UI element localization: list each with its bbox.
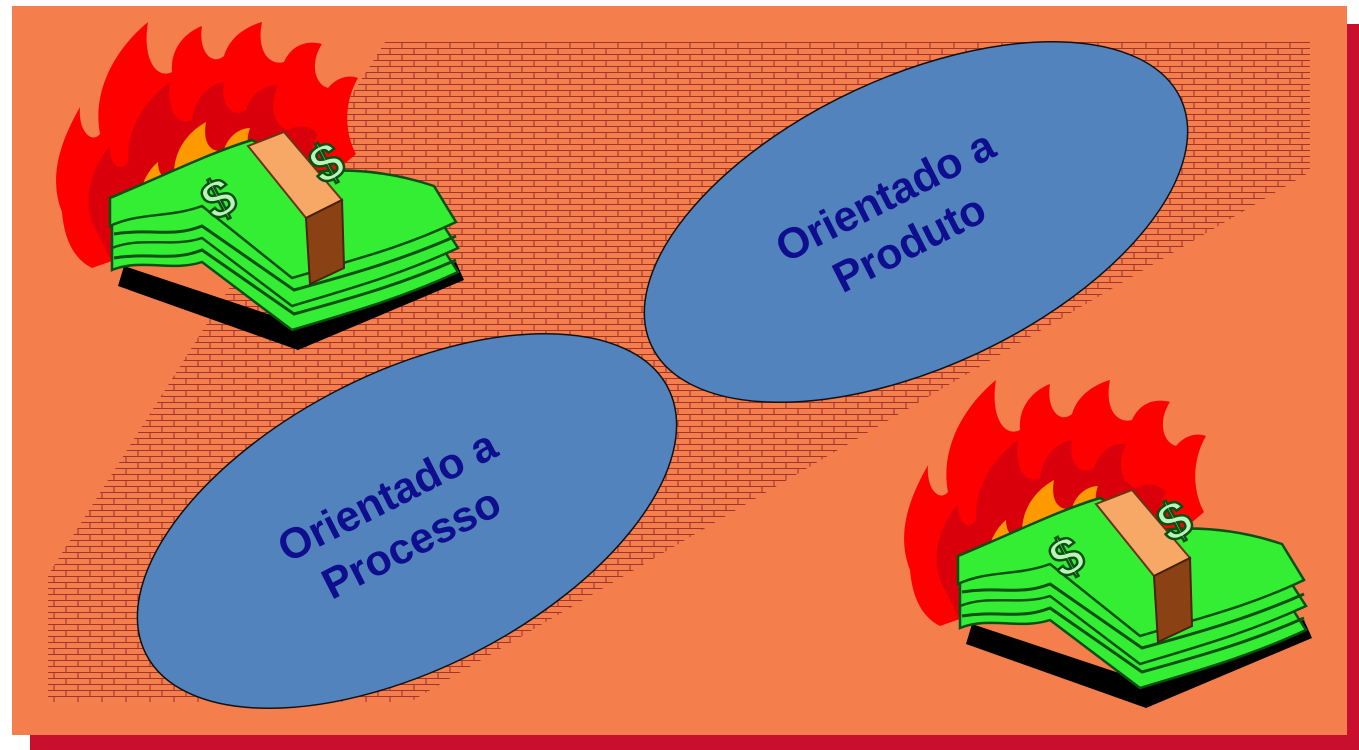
burning-money-icon-bottom-right xyxy=(902,378,1314,710)
ellipse-processo xyxy=(136,332,678,710)
ellipse-produto xyxy=(643,40,1189,404)
